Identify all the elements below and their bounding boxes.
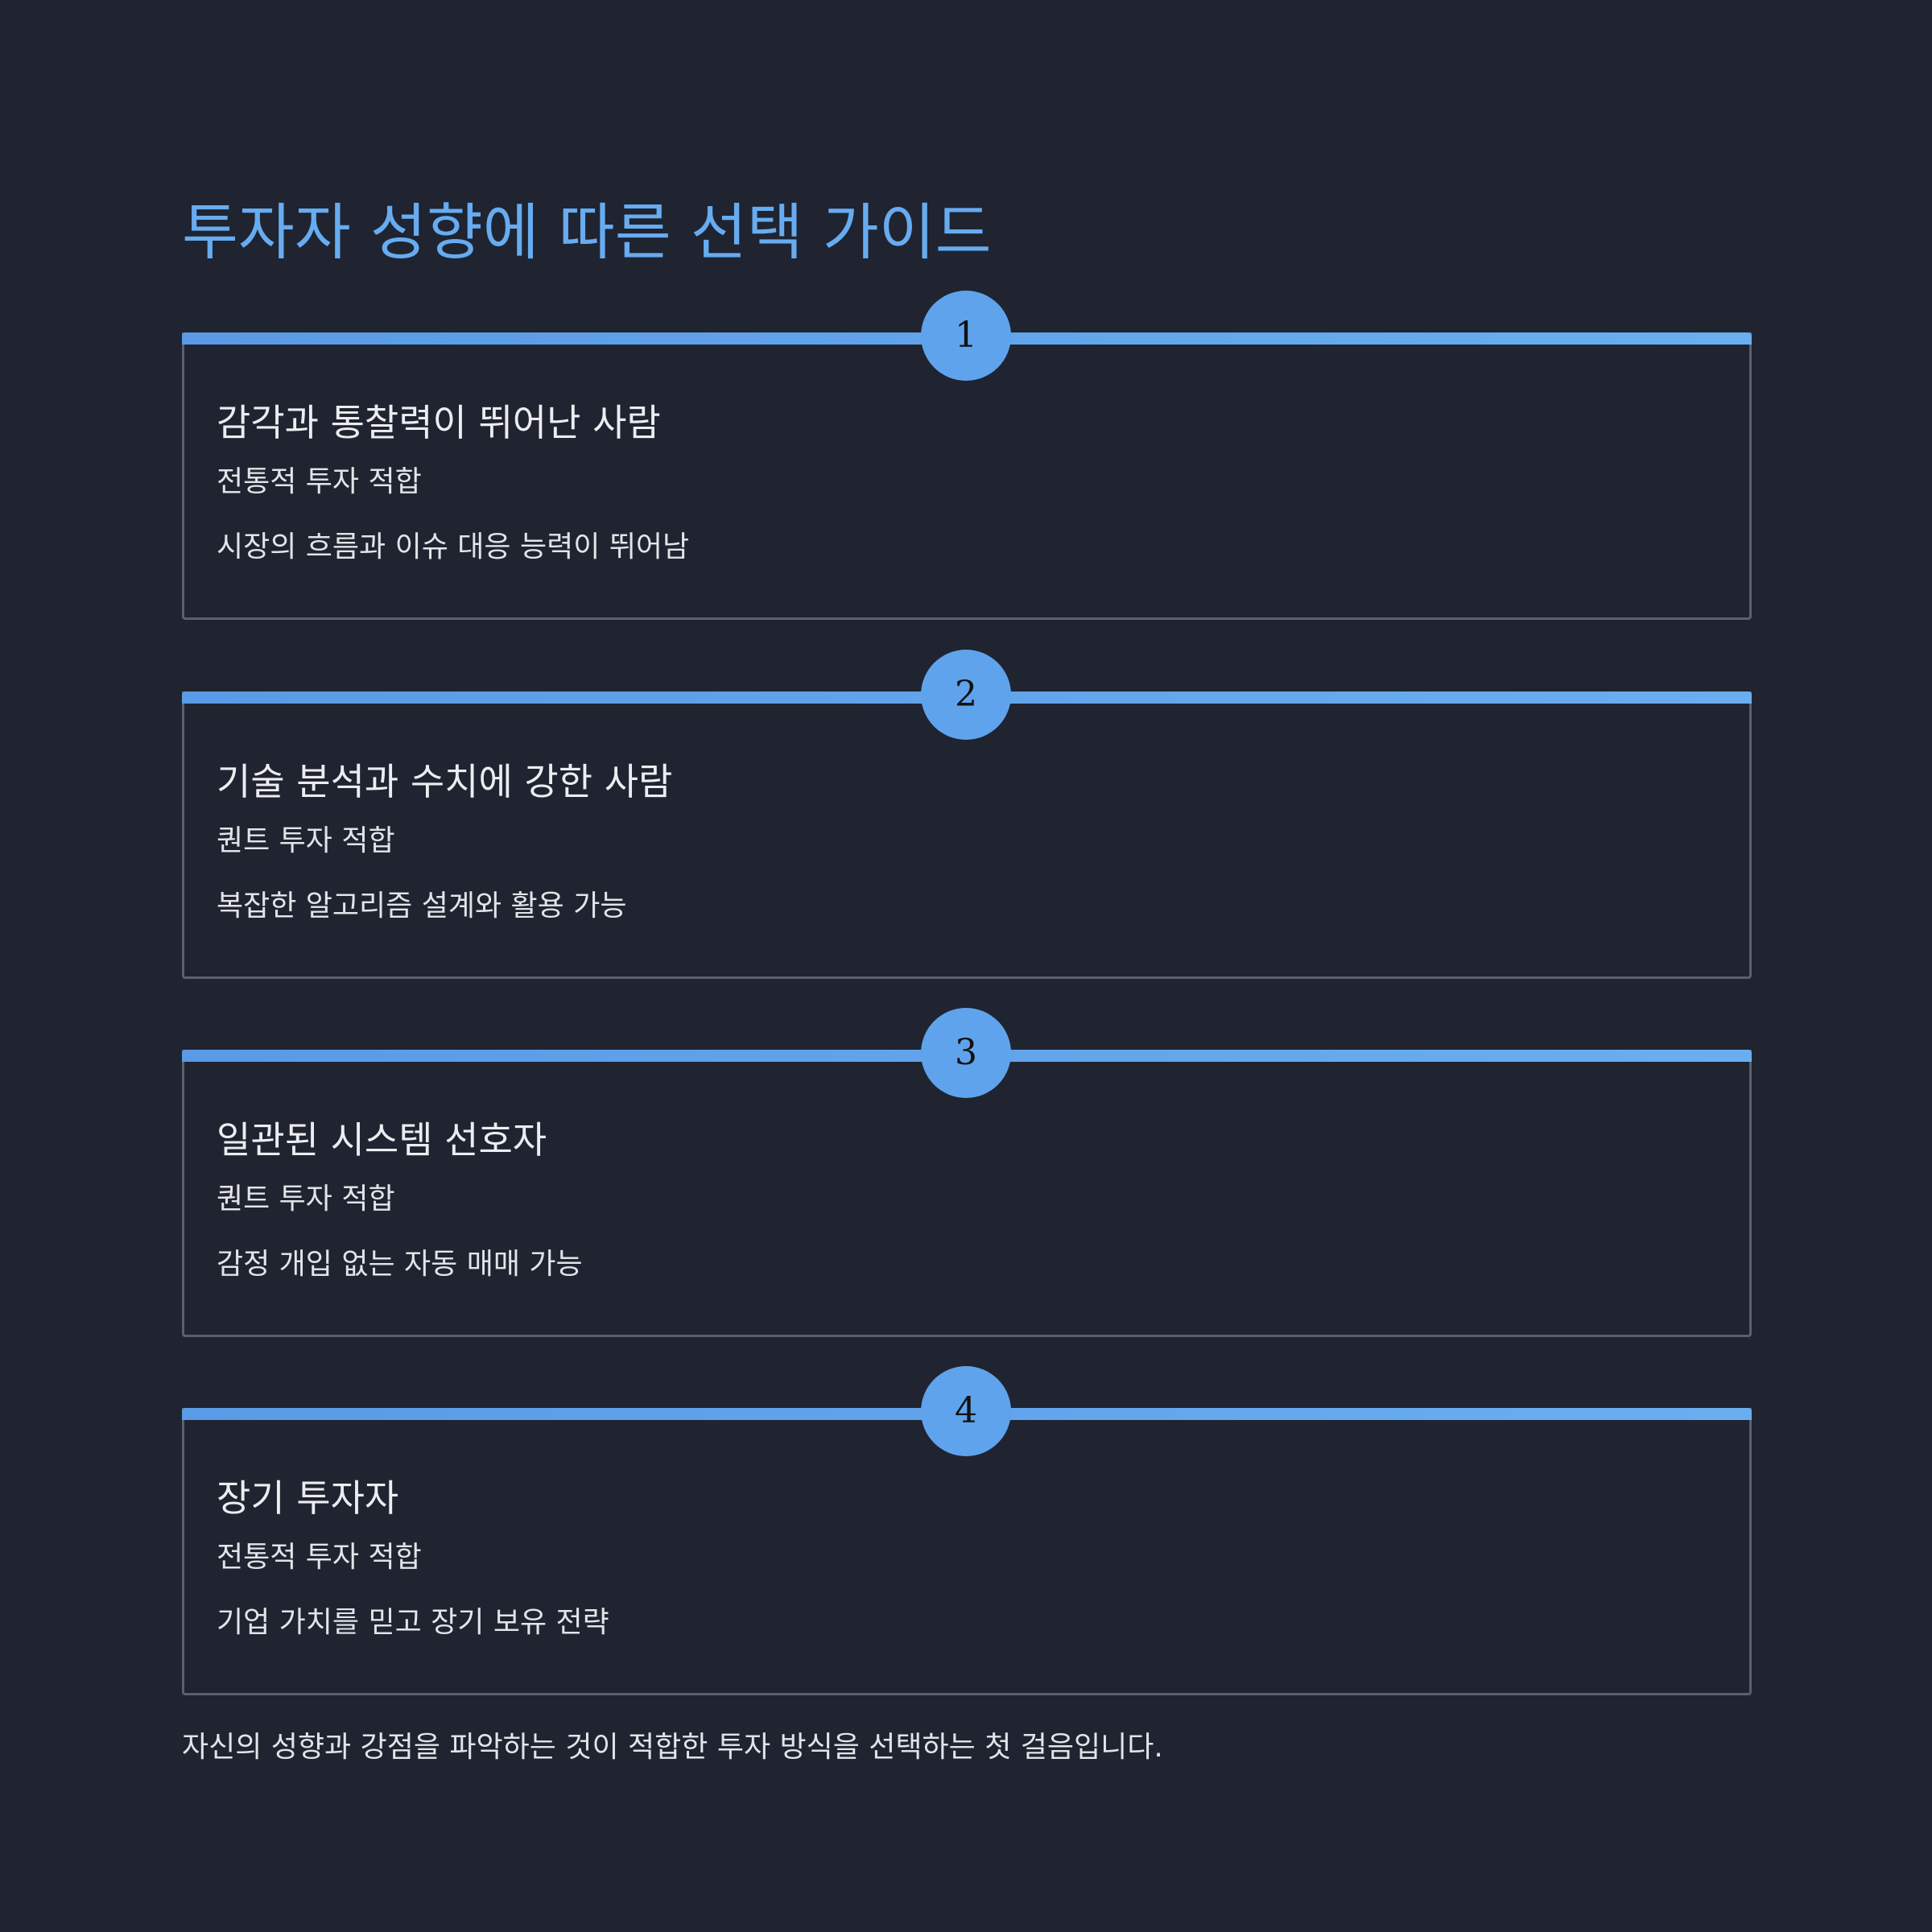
conclusion-text: 자신의 성향과 강점을 파악하는 것이 적합한 투자 방식을 선택하는 첫 걸음… — [182, 1731, 1163, 1764]
card-description: 감정 개입 없는 자동 매매 가능 — [217, 1248, 583, 1281]
card-investment-type: 전통적 투자 적합 — [217, 1541, 422, 1574]
card-heading: 일관된 시스템 선호자 — [217, 1118, 547, 1162]
guide-card-1: 1 감각과 통찰력이 뛰어난 사람 전통적 투자 적합 시장의 흐름과 이슈 대… — [182, 291, 1752, 620]
card-description: 복잡한 알고리즘 설계와 활용 가능 — [217, 890, 627, 923]
guide-card-4: 4 장기 투자자 전통적 투자 적합 기업 가치를 믿고 장기 보유 전략 — [182, 1366, 1752, 1695]
card-heading: 감각과 통찰력이 뛰어난 사람 — [217, 401, 661, 444]
guide-card-2: 2 기술 분석과 수치에 강한 사람 퀀트 투자 적합 복잡한 알고리즘 설계와… — [182, 650, 1752, 979]
step-number-badge: 3 — [921, 1008, 1011, 1098]
card-investment-type: 퀀트 투자 적합 — [217, 824, 395, 857]
card-investment-type: 퀀트 투자 적합 — [217, 1183, 395, 1216]
guide-card-3: 3 일관된 시스템 선호자 퀀트 투자 적합 감정 개입 없는 자동 매매 가능 — [182, 1008, 1752, 1337]
card-heading: 장기 투자자 — [217, 1476, 399, 1520]
card-description: 시장의 흐름과 이슈 대응 능력이 뛰어남 — [217, 530, 690, 564]
page-title: 투자자 성향에 따른 선택 가이드 — [182, 196, 992, 268]
card-investment-type: 전통적 투자 적합 — [217, 465, 422, 498]
step-number-badge: 4 — [921, 1366, 1011, 1456]
step-number-badge: 2 — [921, 650, 1011, 740]
step-number-badge: 1 — [921, 291, 1011, 381]
card-description: 기업 가치를 믿고 장기 보유 전략 — [217, 1606, 609, 1639]
card-heading: 기술 분석과 수치에 강한 사람 — [217, 760, 673, 803]
